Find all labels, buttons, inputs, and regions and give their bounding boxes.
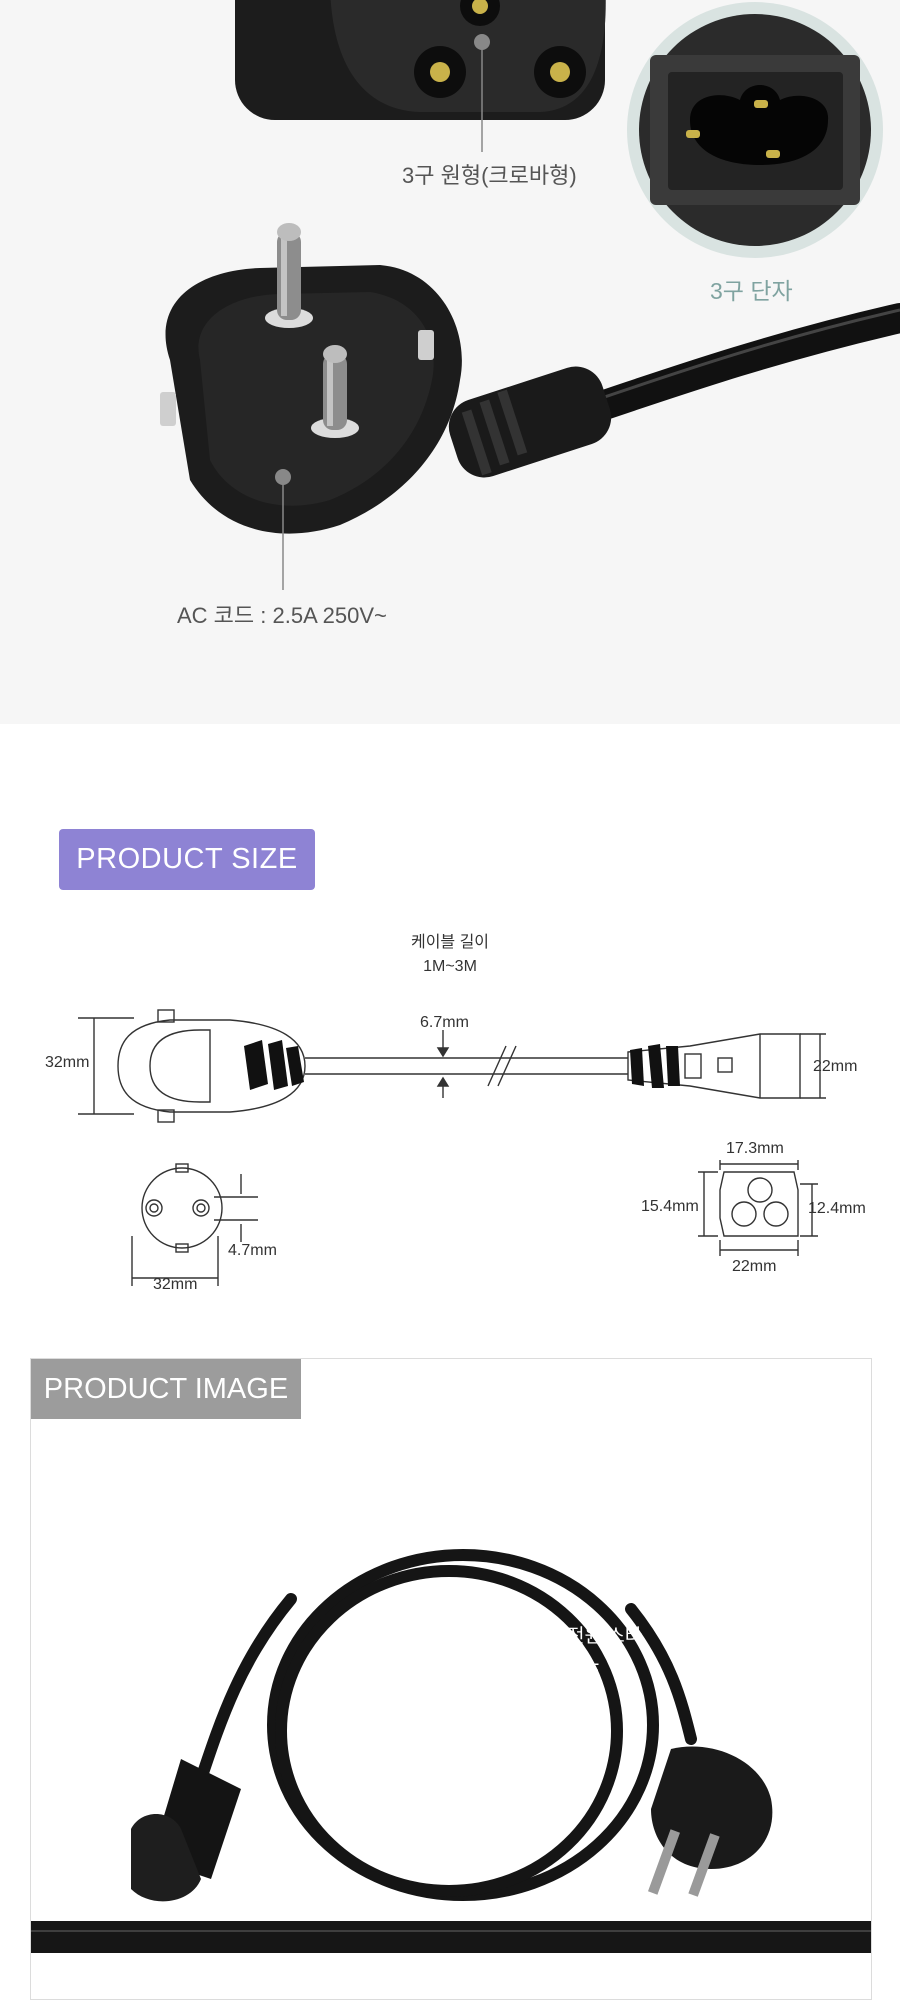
dim-socket-top: 17.3mm [726, 1140, 784, 1157]
coiled-cable-photo [31, 1549, 871, 1953]
dim-cable-diameter: 6.7mm [420, 1014, 469, 1031]
terminal-label: 3구 단자 [710, 278, 793, 304]
dim-connector-height: 22mm [813, 1058, 858, 1075]
cable-closeup [31, 1921, 871, 1953]
cable-length-title: 케이블 길이 [410, 934, 490, 951]
ac-cable [545, 303, 900, 435]
coiled-schuko-plug [648, 1746, 773, 1897]
dim-pin-diameter: 4.7mm [228, 1242, 277, 1259]
clover-connector-photo [235, 0, 606, 152]
schuko-plug [160, 223, 612, 590]
ac-cord-label: AC 코드 : 2.5A 250V~ [177, 603, 387, 628]
dim-plug-width: 32mm [153, 1276, 198, 1293]
size-diagram [78, 1009, 826, 1286]
callout-3pin-round: 3구 원형(크로바형) [402, 163, 577, 188]
product-image-badge: PRODUCT IMAGE [31, 1359, 301, 1419]
dim-socket-right: 12.4mm [808, 1200, 866, 1217]
terminal-magnifier [627, 2, 883, 258]
dim-socket-left: 15.4mm [641, 1198, 699, 1215]
dim-socket-bottom: 22mm [732, 1258, 777, 1275]
hero-section: 3구 원형(크로바형) 3구 단자 AC 코드 : 2.5A 250V~ [0, 0, 900, 724]
product-size-badge: PRODUCT SIZE [59, 829, 315, 890]
overlay-line-2: E [587, 1661, 600, 1682]
overlay-line-1: 전원 스타 [567, 1626, 643, 1647]
coiled-clover-connector [131, 1759, 241, 1902]
product-image-frame: PRODUCT IMAGE 전원 스타 E [30, 1358, 872, 2000]
hero-illustration [160, 0, 900, 590]
cable-length-value: 1M~3M [423, 958, 477, 975]
dim-plug-height: 32mm [45, 1054, 90, 1071]
